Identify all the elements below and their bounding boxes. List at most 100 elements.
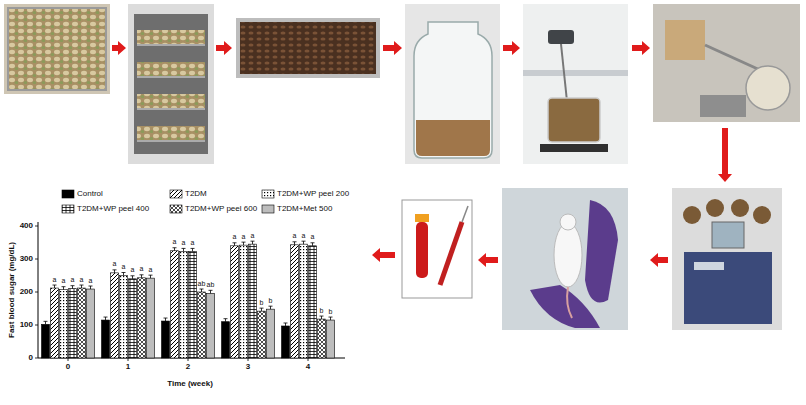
error-bar [53,285,57,286]
significance-letter: b [329,308,333,315]
data-bar [111,273,119,358]
data-bar [189,251,197,358]
tick-label: 3 [246,363,250,371]
error-bar [105,317,106,320]
tick-mark [35,226,38,227]
error-bar [113,269,117,270]
chart-axes [38,222,345,358]
data-bar [60,290,68,358]
error-bar [89,286,93,287]
significance-letter: a [311,233,315,240]
error-bar [252,241,253,244]
significance-letter: a [131,266,135,273]
error-bar [131,275,135,276]
legend-swatch [170,190,182,198]
error-bar [141,275,142,278]
error-bar [294,242,295,245]
legend-label: T2DM+WP peel 200 [277,190,349,198]
axis-title: Time (week) [167,380,213,388]
tick-label: 300 [20,255,33,263]
error-bar [293,241,297,242]
error-bar [114,270,115,273]
data-bar [198,292,206,358]
significance-letter: a [71,276,75,283]
error-bar [62,286,66,287]
data-bar [69,289,77,358]
tick-mark [188,358,189,361]
dried-peel-photo [236,18,380,78]
error-bar [63,287,64,290]
tray-photo [4,4,110,94]
error-bar [104,317,108,318]
data-bar [309,246,317,358]
error-bar [329,317,333,318]
error-bar [270,306,271,309]
error-bar [44,321,48,322]
error-bar [182,248,186,249]
error-bar [330,317,331,320]
data-bar [300,244,308,358]
error-bar [150,275,151,278]
error-bar [90,286,91,289]
error-bar [201,289,202,292]
error-bar [191,248,195,249]
tick-mark [35,325,38,326]
error-bar [54,285,55,288]
significance-letter: b [260,299,264,306]
error-bar [251,241,255,242]
error-bar [123,273,124,276]
tick-label: 100 [20,321,33,329]
error-bar [45,321,46,324]
error-bar [149,275,153,276]
data-bar [327,320,335,358]
data-bar [282,326,290,358]
significance-letter: ab [198,280,206,287]
significance-letter: b [269,297,273,304]
legend-label: Control [77,190,103,198]
legend-label: T2DM+Met 500 [277,205,332,213]
error-bar [200,289,204,290]
legend-label: T2DM [185,190,207,198]
error-bar [165,318,166,321]
error-bar [174,248,175,251]
significance-letter: a [149,266,153,273]
significance-letter: a [302,232,306,239]
error-bar [285,323,286,326]
significance-letter: a [89,277,93,284]
significance-letter: a [140,265,144,272]
error-bar [269,306,273,307]
legend-swatch [262,205,274,213]
legend-swatch [262,190,274,198]
data-bar [120,276,128,359]
tick-label: 400 [20,222,33,230]
error-bar [132,276,133,279]
data-bar [171,251,179,358]
error-bar [303,241,304,244]
tick-label: 200 [20,288,33,296]
data-bar [231,246,239,358]
data-bar [51,288,59,358]
significance-letter: a [293,232,297,239]
tick-mark [35,259,38,260]
error-bar [320,316,324,317]
tick-mark [248,358,249,361]
legend-label: T2DM+WP peel 400 [77,205,149,213]
significance-letter: a [173,238,177,245]
data-bar [291,245,299,358]
significance-letter: a [62,277,66,284]
data-bar [78,288,86,358]
data-bar [240,245,248,358]
tick-label: 0 [29,354,33,362]
mouse-photo [502,188,628,330]
significance-letter: a [53,276,57,283]
error-bar [80,285,84,286]
significance-letter: a [113,260,117,267]
freeze-dryer-photo [672,188,782,330]
error-bar [72,286,73,289]
tick-label: 0 [66,363,70,371]
tick-label: 1 [126,363,130,371]
data-bar [258,311,266,358]
tick-mark [35,292,38,293]
significance-letter: a [242,233,246,240]
